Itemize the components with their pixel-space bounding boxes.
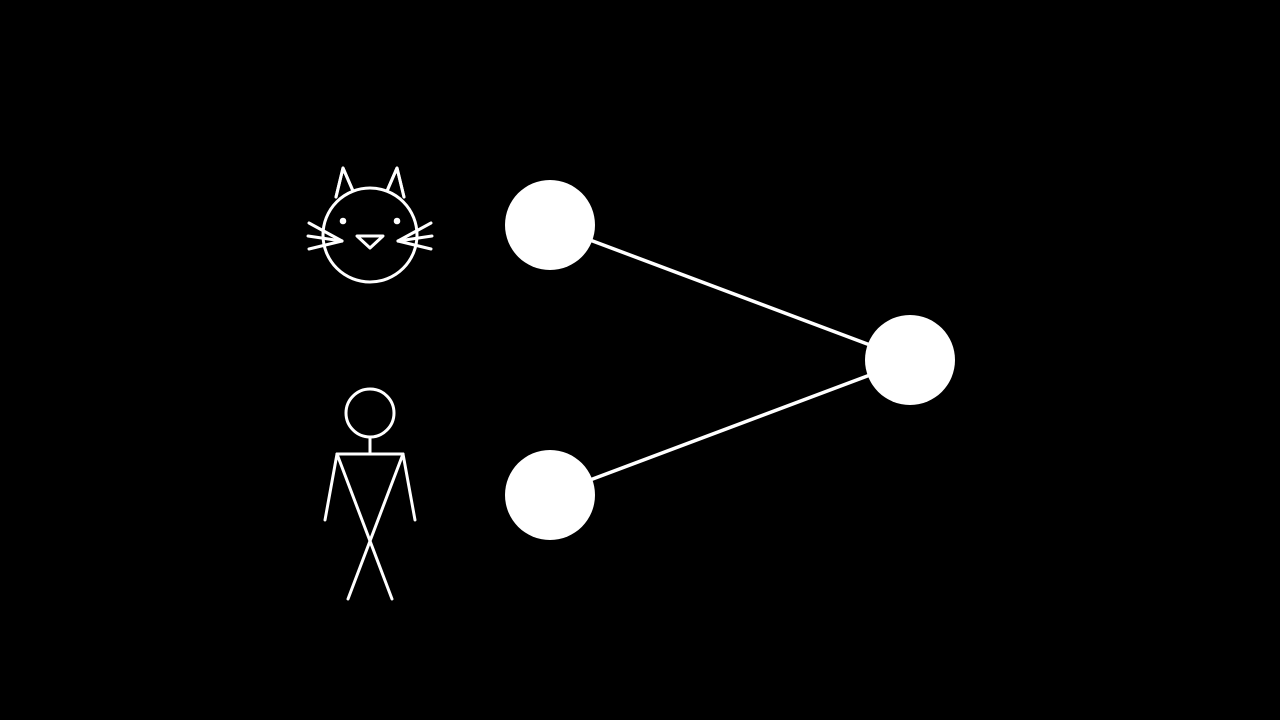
person-left-body: [335, 452, 394, 601]
cat-whisker: [396, 239, 433, 251]
stick-figure-person-icon: [323, 387, 417, 601]
node-output: [865, 315, 955, 405]
cat-left-ear-front: [334, 166, 355, 199]
edge-bottom-to-output: [548, 358, 912, 497]
cat-right-ear-front: [385, 166, 406, 199]
cat-whisker: [306, 234, 344, 243]
cat-whisker: [396, 234, 434, 243]
edges: [548, 223, 912, 497]
person-right-body: [346, 452, 405, 601]
cat-whisker: [307, 221, 344, 243]
cat-face-icon: [306, 166, 434, 284]
person-right-arm: [401, 452, 417, 522]
edge-top-to-output: [548, 223, 912, 362]
cat-left-eye: [339, 217, 347, 225]
cat-right-eye: [393, 217, 401, 225]
nodes: [505, 180, 955, 540]
node-top: [505, 180, 595, 270]
cat-nose: [355, 234, 385, 250]
cat-whisker: [307, 239, 344, 251]
person-left-arm: [323, 452, 339, 522]
node-bottom: [505, 450, 595, 540]
cat-whisker: [396, 221, 433, 243]
